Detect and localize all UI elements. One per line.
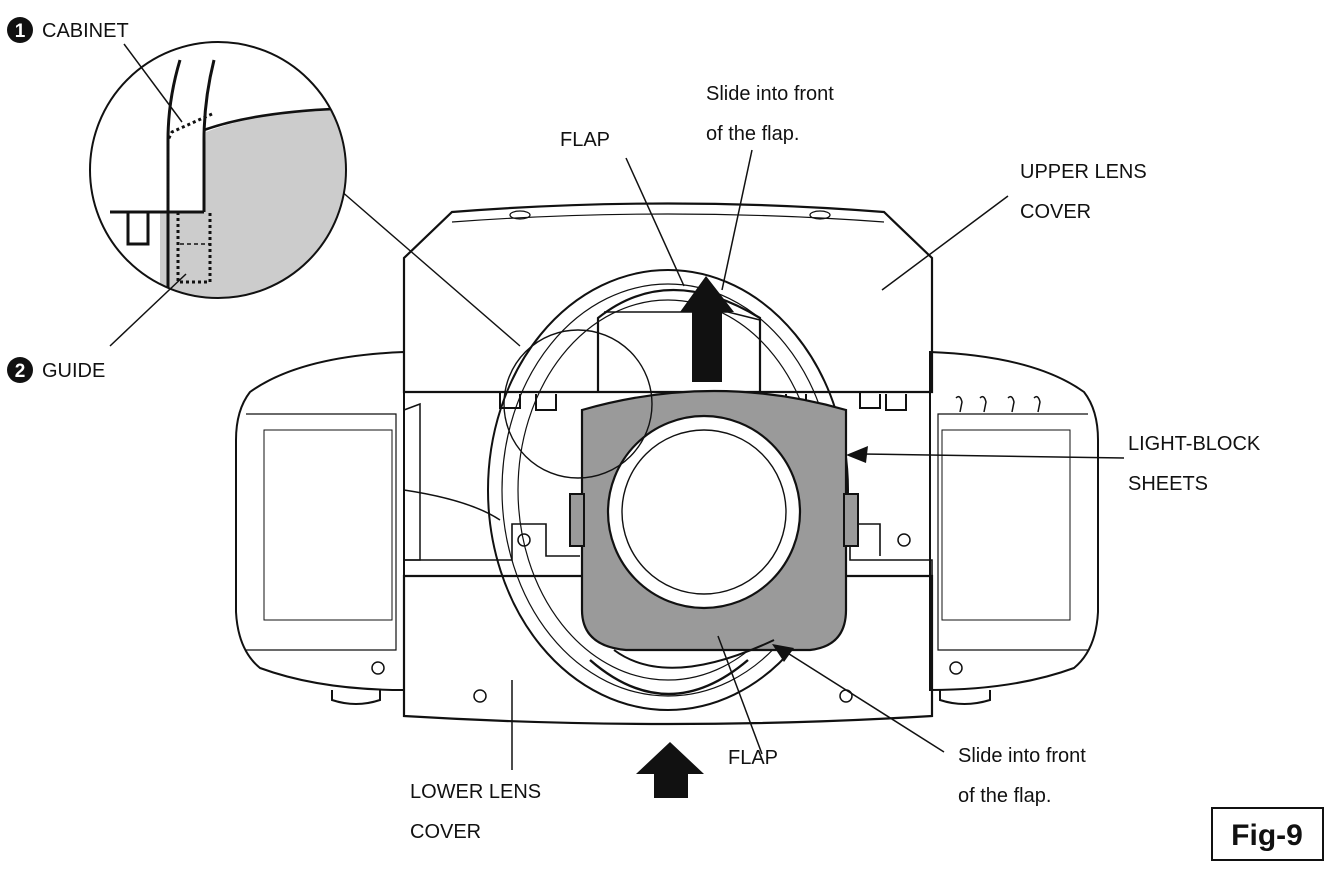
bracket-screw-left: [517, 533, 531, 547]
lower-lens-cover-shape: [402, 574, 934, 726]
lens-ring-outer: [487, 269, 849, 711]
badge-guide-number: 2: [15, 361, 26, 382]
light-block-sheet: [569, 389, 859, 669]
upper-cover-hole-right: [809, 210, 831, 220]
lens-outer: [606, 414, 802, 610]
sheet-tab-left: [569, 493, 585, 547]
detail-cabinet-edge: [166, 59, 182, 298]
label-slide-bottom-line1: Slide into front: [958, 745, 1086, 767]
label-lower-lens-cover-line1: LOWER LENS: [410, 781, 541, 803]
left-foot: [331, 690, 381, 705]
figure-tag: Fig-9: [1231, 819, 1303, 852]
labels: 1 CABINET 2 GUIDE FLAP Slide into front …: [7, 17, 1324, 861]
top-flap-opening: [596, 288, 762, 392]
right-screw: [949, 661, 963, 675]
upper-cover-hole-left: [509, 210, 531, 220]
label-slide-top-line2: of the flap.: [706, 123, 799, 145]
detail-connector: [339, 189, 521, 347]
left-side-notch: [403, 402, 501, 561]
badge-cabinet-number: 1: [15, 21, 26, 42]
sheet-tab-right: [843, 493, 859, 547]
leader-flap-top: [625, 157, 685, 287]
label-cabinet: CABINET: [42, 20, 129, 42]
leader-flap-bottom: [717, 635, 763, 755]
label-light-block-line1: LIGHT-BLOCK: [1128, 433, 1261, 455]
right-side-panel-inner: [937, 413, 1088, 651]
right-side-panel: [929, 350, 1099, 692]
up-arrow-bottom: [636, 742, 704, 798]
leader-lines: [109, 43, 1125, 798]
detail-cabinet-edge-2: [202, 59, 216, 212]
arrowhead-light-block: [846, 446, 868, 463]
label-guide: GUIDE: [42, 360, 105, 382]
lower-cover-screw-left: [473, 689, 487, 703]
badge-cabinet: [7, 17, 33, 43]
detail-inset: [89, 41, 347, 299]
lens-inner: [621, 429, 787, 595]
light-block-sheet-lower-edge: [613, 639, 775, 669]
label-upper-lens-cover-line2: COVER: [1020, 201, 1091, 223]
label-flap-bottom: FLAP: [728, 747, 778, 769]
figure-tag-box: [1211, 807, 1324, 861]
right-side-panel-inner-2: [941, 429, 1071, 621]
label-slide-bottom-line2: of the flap.: [958, 785, 1051, 807]
left-side-panel-inner-2: [263, 429, 393, 621]
leader-light-block: [861, 453, 1125, 459]
label-upper-lens-cover-line1: UPPER LENS: [1020, 161, 1147, 183]
bracket-screw-right: [897, 533, 911, 547]
label-light-block-line2: SHEETS: [1128, 473, 1208, 495]
top-flap: [604, 311, 761, 321]
left-screw: [371, 661, 385, 675]
detail-inset-border: [89, 41, 347, 299]
label-slide-top-line1: Slide into front: [706, 83, 834, 105]
leader-slide-bottom: [785, 651, 945, 753]
left-side-panel-inner: [246, 413, 397, 651]
arrowhead-slide-bottom: [772, 644, 794, 662]
detail-marker-circle: [503, 329, 653, 479]
detail-guide-hook: [126, 212, 150, 246]
upper-lens-cover-shape: [402, 202, 934, 394]
detail-shaded-area: [160, 110, 346, 298]
vent-slots: [955, 395, 1041, 413]
up-arrow-top: [680, 276, 734, 382]
leader-guide: [109, 273, 187, 347]
badge-guide: [7, 357, 33, 383]
label-lower-lens-cover-line2: COVER: [410, 821, 481, 843]
detail-guide-dotted: [166, 112, 213, 284]
right-foot: [939, 690, 991, 705]
leader-cabinet: [123, 43, 183, 123]
leader-upper-lens-cover: [881, 195, 1009, 291]
label-flap-top: FLAP: [560, 129, 610, 151]
leader-slide-top: [721, 149, 753, 291]
left-side-panel: [235, 350, 405, 692]
upper-lens-cover-ridge: [451, 213, 885, 223]
bottom-flap-opening: [589, 659, 749, 696]
